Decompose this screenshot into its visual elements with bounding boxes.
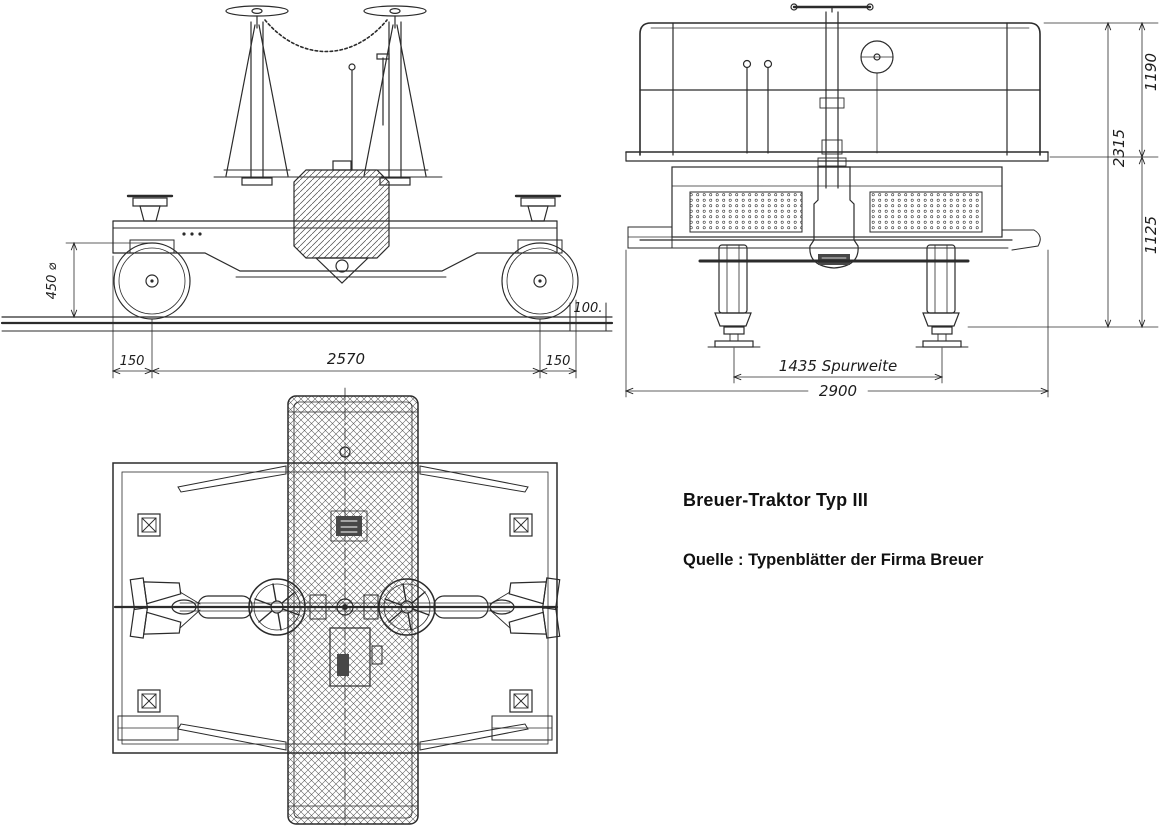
dim-overall-width: 2900 xyxy=(819,382,857,400)
buffer-links xyxy=(179,591,511,629)
buffer-right-lower xyxy=(508,605,561,639)
railing xyxy=(639,22,1041,156)
front-elevation-view: 1190 2315 1125 1435 Spurweite 2900 xyxy=(624,3,1160,400)
source-note: Quelle : Typenblätter der Firma Breuer xyxy=(683,551,984,569)
brake-column-left xyxy=(223,5,291,186)
radiator-grille-left xyxy=(689,191,803,233)
front-wheel-right xyxy=(922,244,960,327)
front-vertical-dimensions xyxy=(967,21,1159,329)
buffer-left-lower xyxy=(129,605,182,639)
front-bottom-dimensions xyxy=(624,249,1050,398)
engine-block xyxy=(293,160,390,284)
dim-wheel-diameter: 450 ⌀ xyxy=(45,262,60,299)
front-body xyxy=(627,166,1041,251)
drawing-title: Breuer-Traktor Typ III xyxy=(683,490,869,510)
safety-chain xyxy=(264,19,388,53)
front-brake-column xyxy=(790,3,874,189)
hand-levers xyxy=(742,59,773,154)
gear-case xyxy=(809,166,859,269)
rail-section-left xyxy=(707,326,761,348)
buffer-right-upper xyxy=(508,577,561,611)
axle-assembly xyxy=(113,594,559,620)
platform xyxy=(625,151,1049,162)
footboards xyxy=(117,715,553,741)
radiator-grille-right xyxy=(869,191,983,233)
corner-plate-bl xyxy=(137,689,161,713)
pedestal-left xyxy=(126,194,174,222)
dim-overhang-right: 150 xyxy=(546,354,571,369)
rail-section-right xyxy=(915,326,969,348)
corner-plate-tr xyxy=(509,513,533,537)
corner-plate-br xyxy=(509,689,533,713)
dim-wheelbase: 2570 xyxy=(327,350,365,368)
corner-plate-tl xyxy=(137,513,161,537)
side-elevation-view: 450 ⌀ 150 2570 150 100. xyxy=(0,5,614,379)
dim-floor-height: 1125 xyxy=(1142,216,1160,254)
engine-cover xyxy=(330,446,368,542)
dim-total-height: 2315 xyxy=(1110,129,1128,167)
lower-frame xyxy=(639,239,1013,263)
brake-column-right xyxy=(361,5,429,186)
flywheel xyxy=(860,40,894,154)
side-wheel-right xyxy=(501,242,579,320)
dim-gauge: 1435 Spurweite xyxy=(779,357,897,375)
buffer-left-upper xyxy=(129,577,182,611)
front-wheel-left xyxy=(714,244,752,327)
side-dimensions xyxy=(65,241,607,379)
dim-overhang-left: 150 xyxy=(120,354,145,369)
handwheel-left xyxy=(248,578,306,636)
pedestal-right xyxy=(514,194,562,222)
plan-view xyxy=(112,387,561,827)
control-levers xyxy=(213,53,443,178)
dim-railing-height: 1190 xyxy=(1142,53,1160,91)
dim-rail-height: 100. xyxy=(574,301,603,316)
handwheel-right xyxy=(378,578,436,636)
side-wheel-left xyxy=(113,242,191,320)
deck-hatch xyxy=(329,627,383,687)
